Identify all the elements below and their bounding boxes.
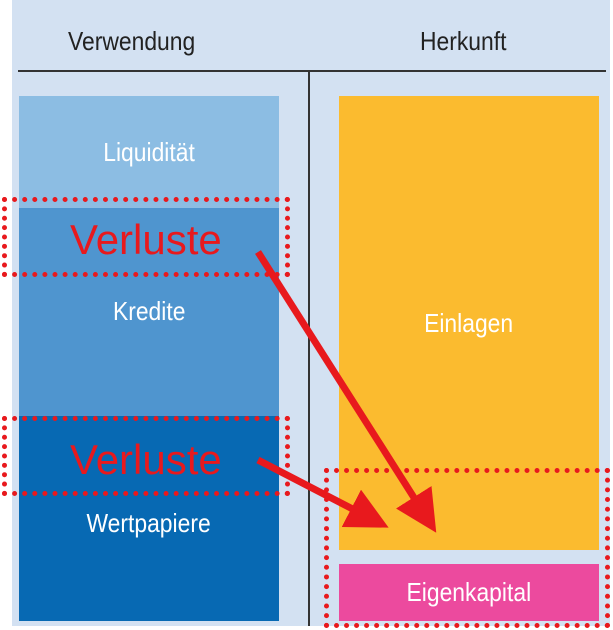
liability-einlagen-label: Einlagen (424, 307, 514, 338)
equity-highlight (324, 468, 610, 628)
liability-eigenkapital-label: Eigenkapital (406, 577, 532, 607)
loss-label-2: Verluste (70, 436, 222, 483)
loss-label-1: Verluste (70, 216, 222, 263)
asset-wertpapiere-label: Wertpapiere (86, 508, 212, 538)
liability-eigenkapital: Eigenkapital (339, 564, 599, 621)
asset-liquiditaet: Liquidität (19, 96, 279, 208)
arrow-wertpapiere-to-eigenkapital (256, 456, 389, 528)
asset-liquiditaet-label: Liquidität (103, 136, 195, 167)
header-divider (18, 70, 606, 72)
loss-highlight-wertpapiere (2, 416, 290, 496)
header-herkunft: Herkunft (420, 26, 507, 56)
header-verwendung: Verwendung (68, 26, 196, 56)
column-divider (308, 72, 310, 626)
liability-einlagen: Einlagen (339, 96, 599, 550)
loss-highlight-kredite (2, 197, 290, 277)
asset-kredite: Kredite (19, 208, 279, 416)
asset-kredite-label: Kredite (112, 296, 186, 326)
arrow-kredite-to-eigenkapital (255, 250, 437, 533)
asset-wertpapiere: Wertpapiere (19, 416, 279, 621)
